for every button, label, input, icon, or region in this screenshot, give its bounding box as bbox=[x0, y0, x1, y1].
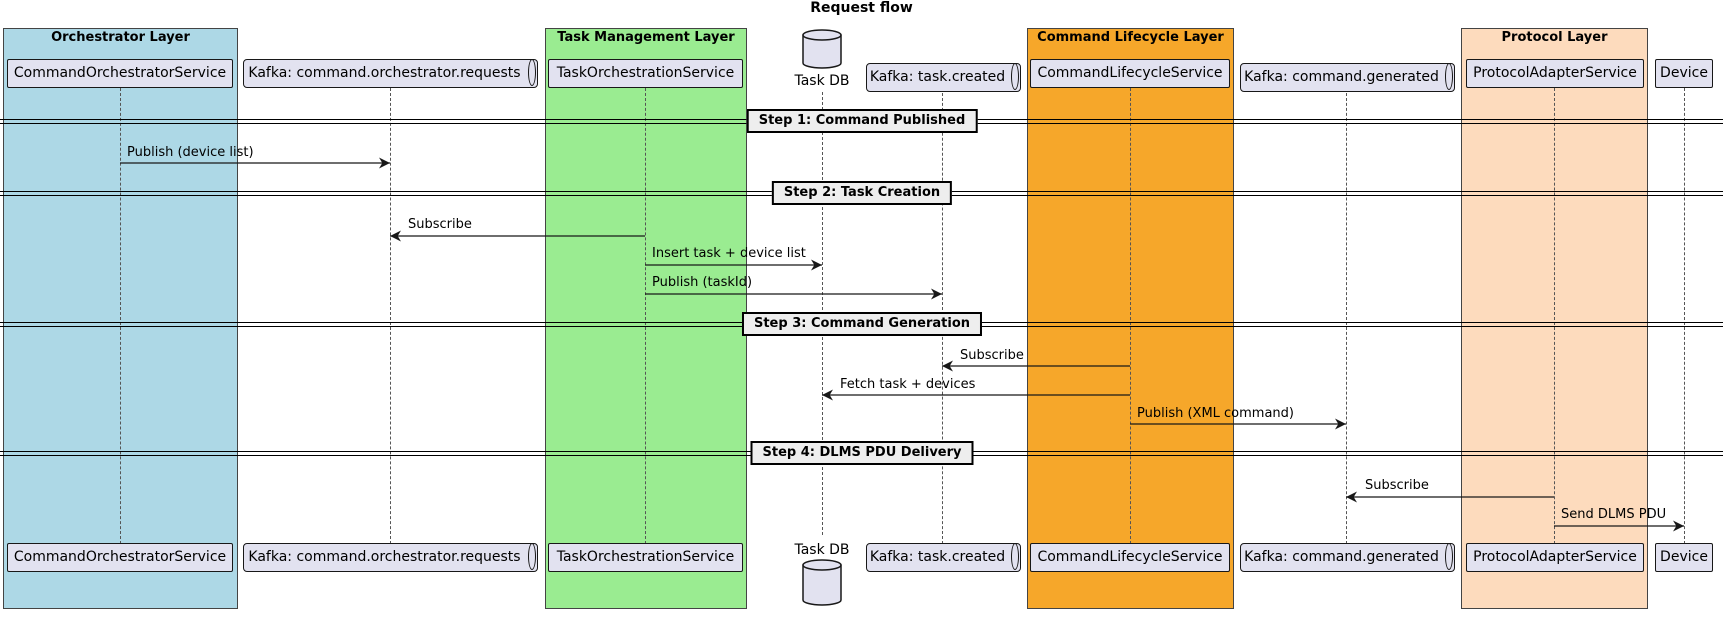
message-label-6: Fetch task + devices bbox=[840, 377, 976, 392]
lifeline-device bbox=[1684, 88, 1685, 544]
participant-task-service: TaskOrchestrationService bbox=[548, 59, 743, 88]
participant-kafka-requests-label: Kafka: command.orchestrator.requests bbox=[248, 65, 521, 81]
participant-task-db-bottom-label: Task DB bbox=[794, 542, 850, 558]
participant-task-service-bottom: TaskOrchestrationService bbox=[548, 543, 743, 572]
orchestrator-layer-label: Orchestrator Layer bbox=[51, 30, 190, 45]
step-2-label: Step 2: Task Creation bbox=[771, 181, 953, 205]
participant-kafka-requests: Kafka: command.orchestrator.requests bbox=[243, 59, 538, 88]
task-management-layer-box: Task Management Layer bbox=[545, 28, 747, 609]
participant-kafka-generated: Kafka: command.generated bbox=[1240, 63, 1455, 92]
lifeline-kafka-requests bbox=[390, 88, 391, 544]
participant-device-bottom: Device bbox=[1655, 543, 1713, 572]
message-label-7: Publish (XML command) bbox=[1137, 406, 1294, 421]
queue-icon bbox=[528, 543, 536, 570]
task-management-layer-label: Task Management Layer bbox=[557, 30, 735, 45]
database-icon bbox=[802, 29, 842, 69]
participant-lifecycle-service: CommandLifecycleService bbox=[1030, 59, 1230, 88]
message-label-9: Send DLMS PDU bbox=[1561, 507, 1667, 522]
participant-orchestrator-service: CommandOrchestratorService bbox=[7, 59, 233, 88]
queue-icon bbox=[528, 59, 536, 86]
participant-kafka-requests-bottom-label: Kafka: command.orchestrator.requests bbox=[248, 549, 521, 565]
queue-icon bbox=[1011, 543, 1019, 570]
lifeline-kafka-generated bbox=[1346, 88, 1347, 544]
participant-protocol-service-bottom: ProtocolAdapterService bbox=[1466, 543, 1644, 572]
lifeline-protocol-service bbox=[1554, 88, 1555, 544]
protocol-layer-label: Protocol Layer bbox=[1501, 30, 1608, 45]
participant-kafka-task-created-bottom-label: Kafka: task.created bbox=[869, 549, 1006, 565]
participant-task-db-label: Task DB bbox=[794, 73, 850, 89]
lifeline-task-service bbox=[645, 88, 646, 544]
queue-icon bbox=[1445, 63, 1453, 90]
lifeline-orchestrator-service bbox=[120, 88, 121, 544]
participant-device: Device bbox=[1655, 59, 1713, 88]
message-label-5: Subscribe bbox=[960, 348, 1024, 363]
participant-lifecycle-service-bottom: CommandLifecycleService bbox=[1030, 543, 1230, 572]
message-label-2: Subscribe bbox=[408, 217, 472, 232]
message-label-3: Insert task + device list bbox=[652, 246, 806, 261]
participant-kafka-task-created-bottom: Kafka: task.created bbox=[866, 543, 1021, 572]
database-icon bbox=[802, 559, 842, 606]
message-label-1: Publish (device list) bbox=[127, 145, 254, 160]
participant-orchestrator-service-bottom: CommandOrchestratorService bbox=[7, 543, 233, 572]
participant-kafka-task-created: Kafka: task.created bbox=[866, 63, 1021, 92]
message-label-4: Publish (taskId) bbox=[652, 275, 753, 290]
participant-protocol-service: ProtocolAdapterService bbox=[1466, 59, 1644, 88]
queue-icon bbox=[1445, 543, 1453, 570]
participant-kafka-generated-label: Kafka: command.generated bbox=[1244, 69, 1439, 85]
participant-kafka-task-created-label: Kafka: task.created bbox=[869, 69, 1006, 85]
lifeline-lifecycle-service bbox=[1130, 88, 1131, 544]
step-3-label: Step 3: Command Generation bbox=[741, 312, 983, 336]
participant-kafka-generated-bottom-label: Kafka: command.generated bbox=[1244, 549, 1439, 565]
queue-icon bbox=[1011, 63, 1019, 90]
step-1-label: Step 1: Command Published bbox=[746, 109, 978, 133]
participant-kafka-requests-bottom: Kafka: command.orchestrator.requests bbox=[243, 543, 538, 572]
participant-kafka-generated-bottom: Kafka: command.generated bbox=[1240, 543, 1455, 572]
step-4-label: Step 4: DLMS PDU Delivery bbox=[750, 441, 974, 465]
message-label-8: Subscribe bbox=[1365, 478, 1429, 493]
command-lifecycle-layer-label: Command Lifecycle Layer bbox=[1037, 30, 1224, 45]
diagram-title: Request flow bbox=[810, 0, 913, 16]
